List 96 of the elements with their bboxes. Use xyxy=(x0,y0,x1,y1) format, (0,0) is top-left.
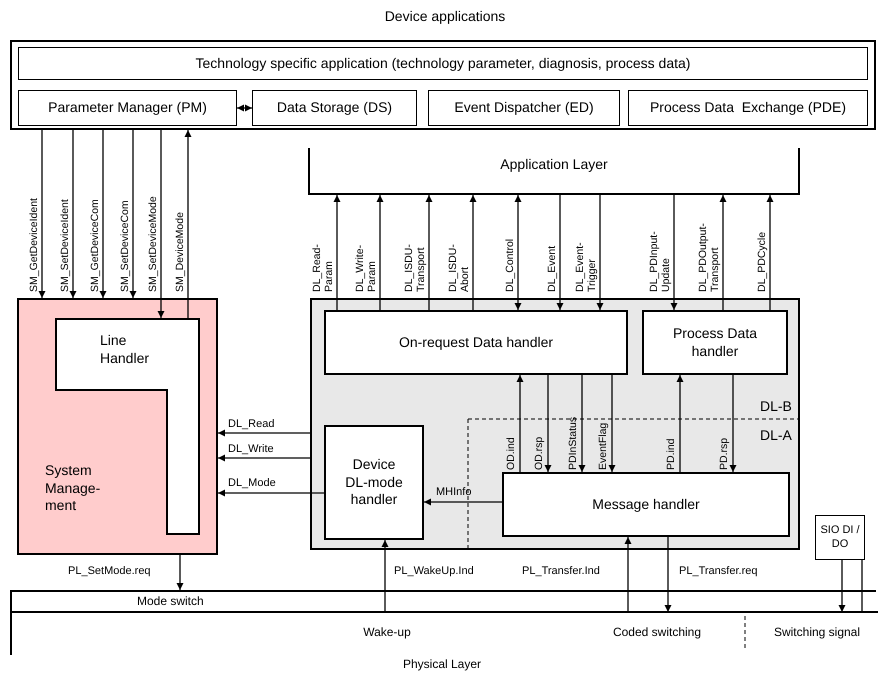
edge-label: DL_Mode xyxy=(228,477,276,491)
block-text: Wake-up xyxy=(362,625,412,640)
management-block xyxy=(17,298,218,555)
arrow xyxy=(382,540,388,612)
layer-label: DL-B xyxy=(760,398,792,416)
block-text: On-request Data handler xyxy=(398,334,554,352)
edge-label: DL_Write- Param xyxy=(354,244,378,292)
block-text: Device DL-mode handler xyxy=(344,456,404,509)
edge-label: DL_Event- Trigger xyxy=(574,241,598,292)
block-text: Line Handler xyxy=(100,332,150,367)
block-text: Process Data Exchange (PDE) xyxy=(650,99,846,117)
edge-label: SM_GetDeviceCom xyxy=(89,198,101,292)
arrow xyxy=(670,195,678,310)
edge-label: DL_PDInput- Update xyxy=(648,230,672,292)
edge-label: DL_Read- Param xyxy=(311,243,335,292)
arrow xyxy=(158,130,164,318)
block-text: Process Data handler xyxy=(672,325,758,360)
block-text: Event Dispatcher (ED) xyxy=(454,99,594,117)
handler-box xyxy=(324,310,628,375)
arrow xyxy=(38,130,46,298)
arrow xyxy=(218,490,324,496)
arrow xyxy=(664,537,672,612)
function-box xyxy=(428,90,620,126)
edge-label: OD.ind xyxy=(505,436,517,470)
edge-label: PL_WakeUp.Ind xyxy=(394,565,474,579)
edge-label: DL_ISDU- Transport xyxy=(403,243,427,292)
arrow xyxy=(516,375,524,472)
edge-label: SM_SetDeviceCom xyxy=(119,199,131,292)
arrow xyxy=(184,130,192,318)
arrow xyxy=(766,195,774,310)
edge-label: DL_Control xyxy=(504,238,516,292)
arrow xyxy=(176,555,184,590)
arrow xyxy=(514,195,522,310)
edge-label: SM_SetDeviceIdent xyxy=(59,198,71,292)
function-box xyxy=(252,90,417,126)
arrow xyxy=(838,560,846,612)
arrow xyxy=(130,130,136,298)
edge-label: SM_SetDeviceMode xyxy=(147,195,159,292)
edge-label: OD.rsp xyxy=(533,436,545,470)
block-text: Switching signal xyxy=(772,625,862,640)
block-text: Physical Layer xyxy=(402,657,482,672)
arrow xyxy=(556,195,564,310)
edge-label: PD.rsp xyxy=(718,436,730,470)
edge-label: DL_Event xyxy=(546,244,558,292)
arrow xyxy=(376,195,384,310)
layer-label: DL-A xyxy=(760,427,792,444)
block-text: Coded switching xyxy=(612,625,702,640)
edge-label: DL_ISDU- Abort xyxy=(447,243,471,292)
function-box xyxy=(18,47,868,80)
arrow xyxy=(608,375,616,472)
edge-label: PDInStatus xyxy=(567,416,579,470)
edge-label: PL_SetMode.req xyxy=(68,565,151,579)
arrow xyxy=(218,430,310,436)
handler-box xyxy=(642,310,788,375)
arrow xyxy=(720,195,726,310)
arrow xyxy=(470,195,476,310)
edge-label: DL_Write xyxy=(228,443,274,457)
arrow xyxy=(596,195,604,310)
arrow xyxy=(730,375,736,472)
arrow xyxy=(237,104,252,112)
edge-label: DL_PDOutput- Transport xyxy=(697,222,721,292)
block-text: Parameter Manager (PM) xyxy=(48,99,207,117)
arrow xyxy=(624,537,632,612)
function-box xyxy=(18,90,237,126)
arrow xyxy=(100,130,106,298)
handler-box xyxy=(502,472,790,537)
block-text: Application Layer xyxy=(499,156,609,174)
arrow xyxy=(424,498,502,506)
layer-panel xyxy=(310,298,800,550)
block-text: Message handler xyxy=(592,496,700,514)
heading: Device applications xyxy=(384,8,506,26)
function-box xyxy=(628,90,868,126)
block-text: Technology specific application (technology parameter, diagnosis, process data) xyxy=(196,54,690,72)
edge-label: PD.ind xyxy=(665,437,677,470)
layer-bracket xyxy=(308,148,800,195)
block-text: Data Storage (DS) xyxy=(276,99,392,117)
arrow xyxy=(578,375,586,472)
handler-box xyxy=(324,425,424,540)
arrow xyxy=(544,375,552,472)
arrow xyxy=(426,195,432,310)
edge-label: SM_DeviceMode xyxy=(174,211,186,292)
layer-label: Mode switch xyxy=(137,594,204,609)
edge-label: DL_PDCycle xyxy=(756,230,768,292)
arrow xyxy=(70,130,76,298)
edge-label: PL_Transfer.Ind xyxy=(522,565,600,579)
function-box xyxy=(815,515,865,560)
edge-label: EventFlag xyxy=(597,422,609,470)
edge-label: MHInfo xyxy=(436,486,472,500)
edge-label: DL_Read xyxy=(228,418,274,432)
arrow xyxy=(676,375,684,472)
edge-label: PL_Transfer.req xyxy=(679,565,758,579)
block-text: System Manage- ment xyxy=(45,462,102,514)
arrow xyxy=(334,195,340,310)
arrow xyxy=(218,454,310,462)
edge-label: SM_GetDeviceIdent xyxy=(28,197,40,292)
block-text: SIO DI / DO xyxy=(820,524,860,552)
